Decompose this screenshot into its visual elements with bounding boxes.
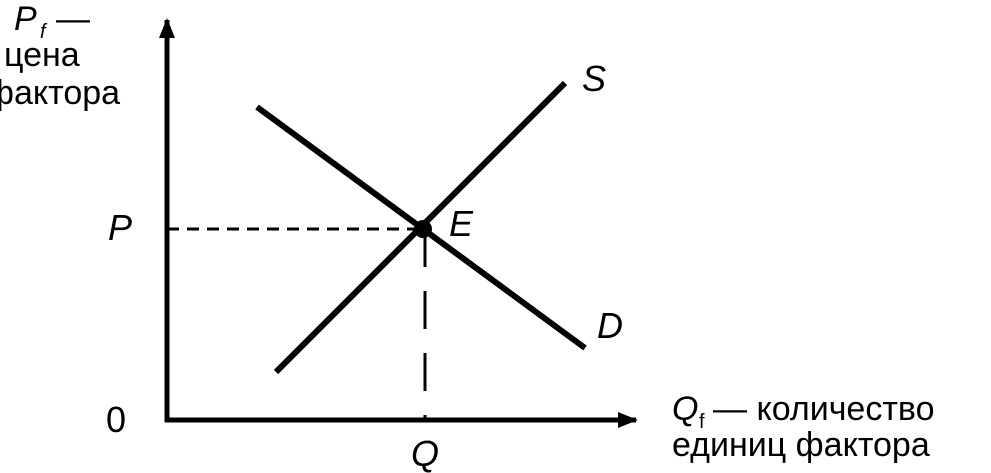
price-label: P xyxy=(108,207,132,248)
x-axis-symbol: Q xyxy=(672,390,698,428)
y-axis-dash: — xyxy=(56,0,90,38)
equilibrium-point xyxy=(414,220,432,238)
y-axis-label-line2: цена xyxy=(4,36,80,74)
equilibrium-label: E xyxy=(449,203,474,244)
x-axis-label-line2: единиц фактора xyxy=(672,426,930,464)
y-axis-symbol: P xyxy=(14,0,37,38)
origin-label: 0 xyxy=(106,399,126,440)
y-axis-subscript: f xyxy=(40,21,48,43)
demand-label: D xyxy=(597,305,623,346)
quantity-label: Q xyxy=(411,433,439,473)
supply-label: S xyxy=(582,58,606,99)
y-axis-label-line3: фактора xyxy=(0,74,120,112)
x-axis-label-line1: — количество xyxy=(713,390,934,428)
x-axis-subscript: f xyxy=(699,411,705,433)
